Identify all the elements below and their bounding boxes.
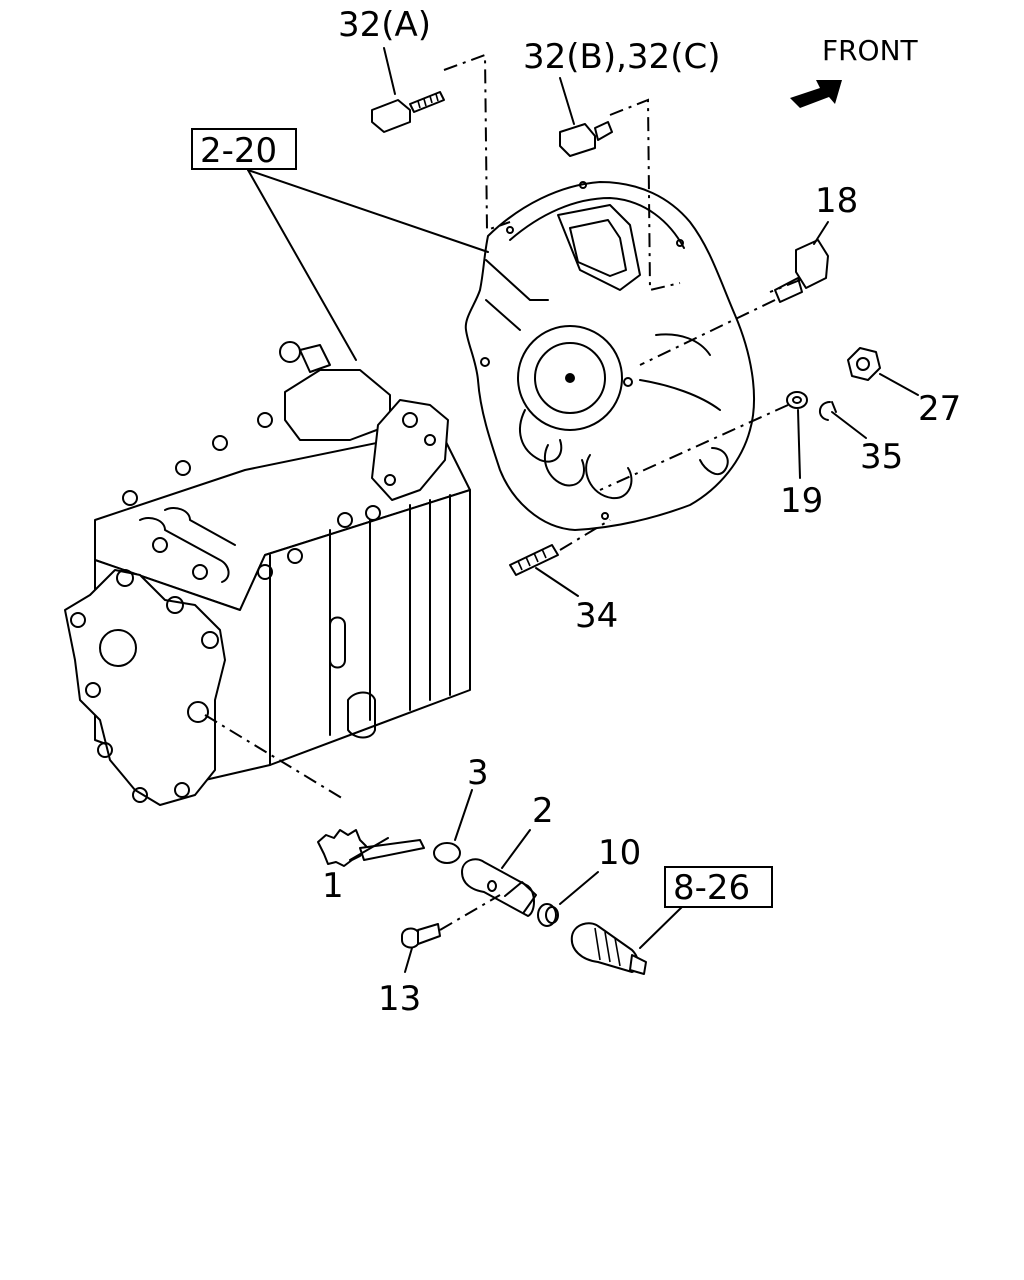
bolt-32a — [371, 91, 445, 133]
callout-10: 10 — [598, 833, 641, 873]
callout-32bc: 32(B),32(C) — [523, 37, 720, 77]
callout-2: 2 — [532, 791, 554, 831]
callout-35: 35 — [860, 437, 903, 477]
screw-13 — [401, 923, 441, 949]
sleeve-2 — [461, 858, 537, 917]
clutch-housing — [464, 181, 756, 531]
callout-19: 19 — [780, 481, 823, 521]
reference-box-8-26: 8-26 — [664, 866, 773, 908]
reference-label-8-26: 8-26 — [673, 868, 750, 908]
callout-18: 18 — [815, 181, 858, 221]
reference-label-2-20: 2-20 — [200, 131, 277, 171]
o-ring-3 — [433, 842, 461, 864]
nut-27 — [847, 347, 881, 381]
callout-34: 34 — [575, 596, 618, 636]
seal-10 — [537, 903, 559, 927]
reference-box-2-20: 2-20 — [191, 128, 297, 171]
clip-35 — [819, 401, 837, 421]
front-label: FRONT — [822, 34, 919, 67]
stud-34 — [509, 544, 559, 576]
center-lines — [204, 53, 801, 931]
leader-lines — [247, 47, 919, 973]
bolt-18 — [774, 239, 829, 303]
callout-1: 1 — [322, 866, 344, 906]
transmission-case — [64, 341, 471, 806]
callout-32a: 32(A) — [338, 5, 431, 45]
callout-27: 27 — [918, 389, 961, 429]
front-arrow-icon — [790, 80, 842, 108]
speed-sensor — [570, 922, 647, 975]
callout-13: 13 — [378, 979, 421, 1019]
callout-3: 3 — [467, 753, 489, 793]
bolt-32bc — [559, 121, 613, 157]
washer-19 — [786, 391, 808, 409]
